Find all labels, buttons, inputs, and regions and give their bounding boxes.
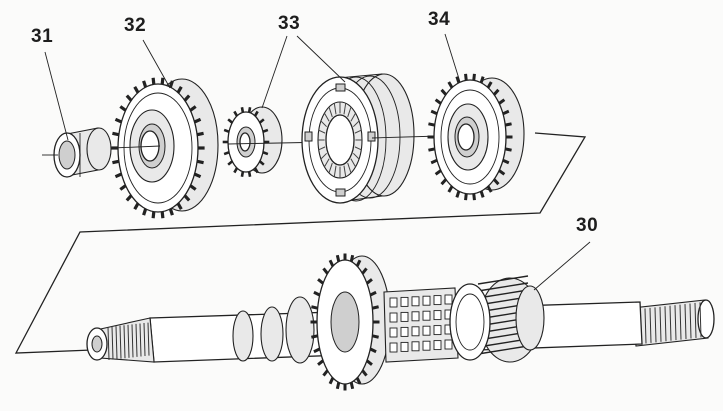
- callout-33: 33: [278, 13, 301, 34]
- part-32-gear: [111, 77, 219, 219]
- callout-30: 30: [576, 215, 599, 236]
- assembly-guide-line: [14, 132, 587, 354]
- part-33-synchro-sleeve: [301, 73, 415, 204]
- callout-32: 32: [124, 15, 147, 36]
- leader-30: [533, 241, 591, 291]
- callout-34: 34: [428, 9, 451, 30]
- axis-line-32: [112, 145, 161, 149]
- part-30-main-shaft: [86, 253, 715, 391]
- part-31-collar: [53, 127, 112, 178]
- leader-34: [444, 33, 461, 83]
- leader-32: [142, 39, 171, 89]
- leader-31: [44, 51, 69, 141]
- leader-33-b: [296, 35, 346, 83]
- callout-31: 31: [31, 26, 54, 47]
- part-33-small-gear: [222, 106, 283, 177]
- part-34-synchro-ring: [427, 73, 525, 201]
- leader-33-a: [261, 35, 288, 109]
